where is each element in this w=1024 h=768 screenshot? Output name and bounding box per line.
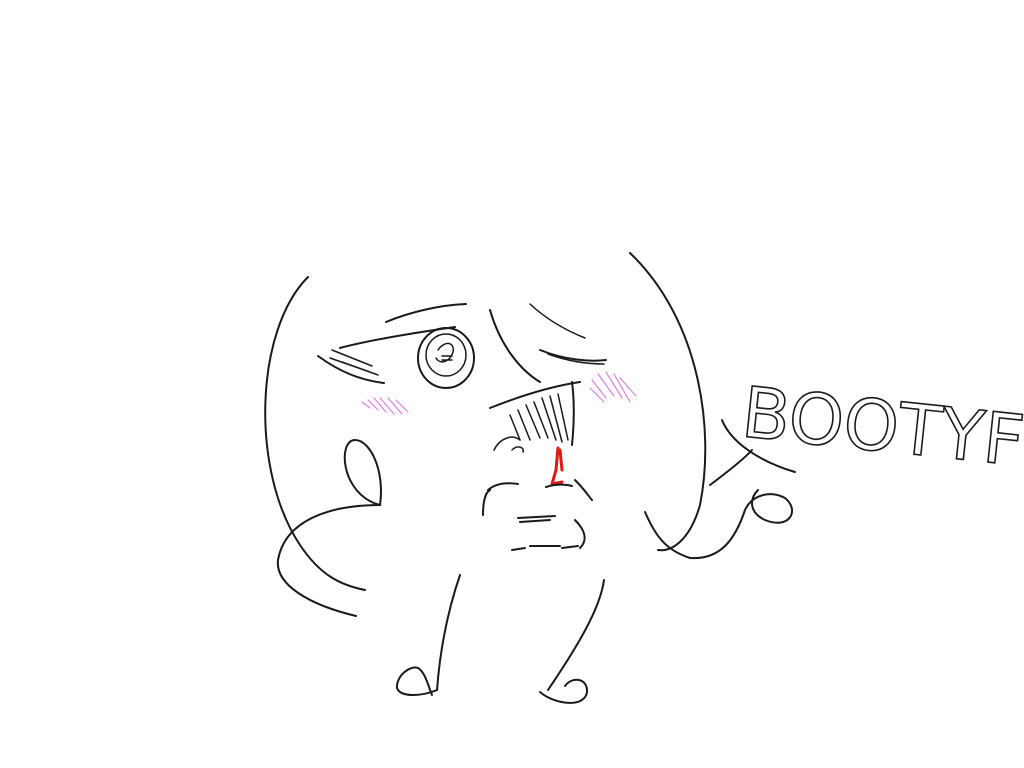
mouth xyxy=(482,479,593,551)
right-blush xyxy=(589,371,637,403)
caption-text: BOOTYFUL. xyxy=(738,371,1024,494)
left-arm xyxy=(276,439,382,617)
right-leg xyxy=(539,579,605,704)
body-outline xyxy=(264,252,707,591)
right-eye xyxy=(539,349,607,365)
nosebleed xyxy=(550,446,564,486)
nose-shading xyxy=(493,393,569,453)
caption-group: BOOTYFUL. xyxy=(737,371,1024,495)
face-line xyxy=(489,309,581,446)
left-blush xyxy=(361,397,409,415)
right-arm xyxy=(689,419,796,560)
left-eyebrow xyxy=(385,303,467,323)
right-eyebrow xyxy=(529,303,586,339)
left-eye xyxy=(317,326,475,389)
left-leg xyxy=(395,574,461,696)
